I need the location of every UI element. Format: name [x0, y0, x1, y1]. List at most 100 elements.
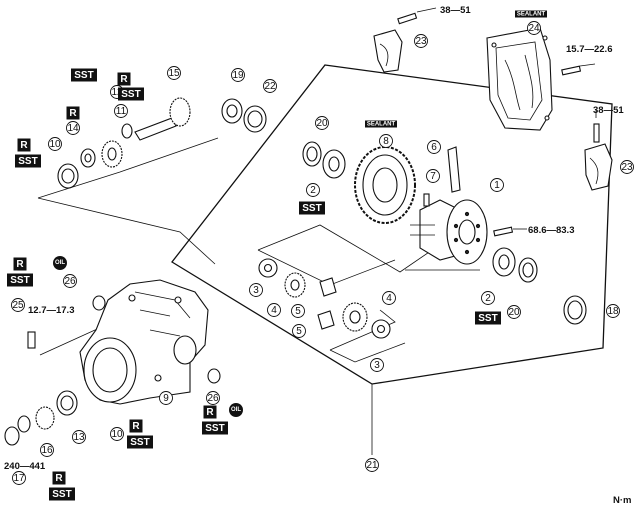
leader-lines [329, 309, 396, 351]
thrust-washer [258, 258, 278, 278]
svg-text:R: R [69, 108, 77, 119]
svg-text:7: 7 [430, 171, 436, 182]
svg-text:4: 4 [271, 305, 277, 316]
oil-seal-lower [207, 368, 221, 384]
svg-text:SST: SST [10, 275, 29, 286]
side-bearing [322, 149, 346, 179]
side-gear [284, 272, 306, 298]
callout-10: 10 [48, 137, 62, 151]
callout-6: 6 [427, 140, 441, 154]
oil-seal-upper [92, 295, 106, 311]
torque-label-cap-bolt: 38—51 [440, 5, 471, 16]
bolt [593, 110, 600, 143]
svg-text:23: 23 [621, 162, 633, 173]
tag-r: R [17, 138, 31, 152]
lower-washer [17, 415, 31, 433]
callout-2: 2 [481, 291, 495, 305]
svg-text:SEALANT: SEALANT [517, 12, 546, 18]
bolt [493, 226, 527, 237]
lower-bearing [35, 406, 55, 430]
callout-20: 20 [507, 305, 521, 319]
breather-plug [27, 331, 36, 349]
svg-text:24: 24 [528, 23, 540, 34]
callout-11: 11 [114, 104, 128, 118]
svg-text:6: 6 [431, 142, 437, 153]
callout-14: 14 [66, 121, 80, 135]
svg-text:OIL: OIL [231, 407, 241, 413]
svg-text:16: 16 [41, 445, 53, 456]
svg-text:10: 10 [111, 429, 123, 440]
lock-pin [423, 193, 430, 207]
svg-text:10: 10 [49, 139, 61, 150]
svg-text:SST: SST [478, 313, 497, 324]
side-oil-seal [563, 295, 587, 325]
callout-24: 24 [527, 21, 541, 35]
svg-text:13: 13 [73, 432, 85, 443]
differential-housing [79, 279, 209, 405]
svg-text:OIL: OIL [55, 260, 65, 266]
svg-text:19: 19 [232, 70, 244, 81]
callout-18: 18 [606, 304, 620, 318]
svg-text:SST: SST [52, 489, 71, 500]
svg-text:SST: SST [130, 437, 149, 448]
tag-sst: SST [202, 421, 228, 435]
callout-20: 20 [315, 116, 329, 130]
spacer [121, 123, 133, 139]
svg-text:3: 3 [253, 285, 259, 296]
callout-16: 16 [40, 443, 54, 457]
tag-r: R [117, 72, 131, 86]
leader-lines [37, 197, 216, 265]
tag-sealant: SEALANT [515, 10, 547, 18]
callout-8: 8 [379, 134, 393, 148]
callout-19: 19 [231, 68, 245, 82]
oil-seal [221, 98, 243, 124]
svg-text:SST: SST [205, 423, 224, 434]
svg-text:SEALANT: SEALANT [367, 122, 396, 128]
bearing-outer-race [57, 163, 79, 189]
tag-oil: OIL [53, 256, 67, 270]
svg-text:R: R [206, 407, 214, 418]
svg-text:2: 2 [310, 185, 316, 196]
callout-1: 1 [490, 178, 504, 192]
svg-text:SST: SST [302, 203, 321, 214]
tag-r: R [129, 419, 143, 433]
callout-4: 4 [267, 303, 281, 317]
callout-3: 3 [370, 358, 384, 372]
svg-text:SST: SST [74, 70, 93, 81]
bearing-cap [584, 143, 613, 191]
torque-label-cap-bolt-right: 38—51 [593, 105, 624, 116]
svg-text:1: 1 [494, 180, 500, 191]
tag-sealant: SEALANT [365, 120, 397, 128]
tag-sst: SST [71, 68, 97, 82]
tag-sst: SST [15, 154, 41, 168]
callout-26: 26 [206, 391, 220, 405]
svg-text:14: 14 [67, 123, 79, 134]
callout-2: 2 [306, 183, 320, 197]
svg-text:22: 22 [264, 81, 276, 92]
bolt [397, 7, 437, 25]
callout-5: 5 [292, 324, 306, 338]
svg-text:20: 20 [316, 118, 328, 129]
svg-text:12: 12 [111, 87, 123, 98]
side-gear [342, 302, 368, 332]
callout-4: 4 [382, 291, 396, 305]
torque-label-locknut: 240—441 [4, 461, 46, 472]
tag-r: R [52, 471, 66, 485]
callout-3: 3 [249, 283, 263, 297]
callout-26: 26 [63, 274, 77, 288]
svg-text:8: 8 [383, 136, 389, 147]
collar [243, 105, 267, 133]
svg-text:17: 17 [13, 473, 25, 484]
bearing-race [518, 257, 538, 283]
callout-9: 9 [159, 391, 173, 405]
tag-r: R [66, 106, 80, 120]
leader-lines [257, 224, 439, 273]
tag-sst: SST [118, 87, 144, 101]
pinion-bearing [101, 140, 123, 168]
callout-22: 22 [263, 79, 277, 93]
svg-text:4: 4 [386, 293, 392, 304]
pinion-gear [317, 310, 335, 330]
callout-7: 7 [426, 169, 440, 183]
svg-text:15: 15 [168, 68, 180, 79]
